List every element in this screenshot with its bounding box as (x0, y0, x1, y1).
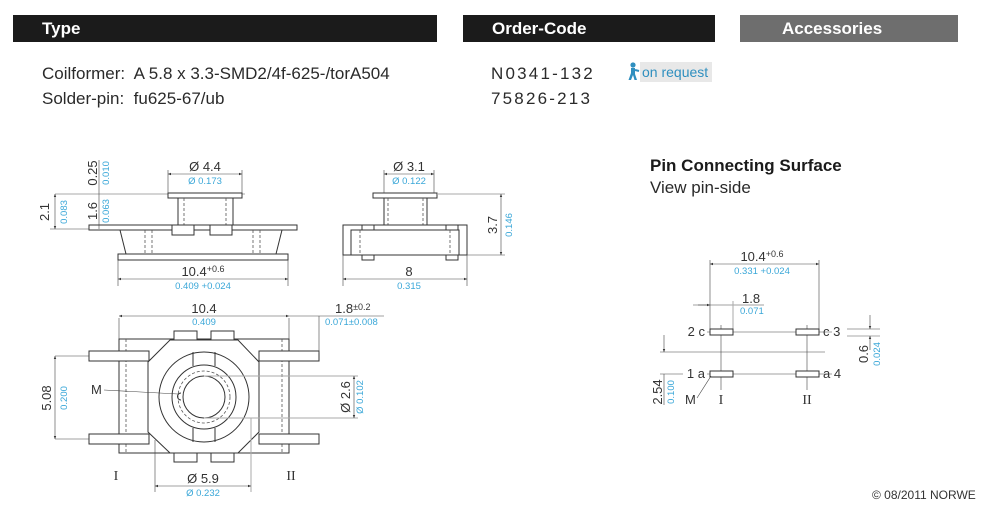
side-view-drawing: Ø 4.4 Ø 0.173 2.1 0.083 0.25 0.010 1.6 0… (37, 159, 298, 292)
top-width-in: 0.409 (192, 317, 216, 328)
top-pitch-in: 0.200 (59, 386, 70, 410)
front-height-mm: 3.7 (485, 216, 500, 234)
pin-side-1: I (719, 393, 724, 408)
front-height-in: 0.146 (504, 213, 515, 237)
order-code-header-label: Order-Code (492, 19, 587, 38)
coilformer-label: Coilformer: (42, 64, 126, 83)
order-code-2: 75826-213 (491, 89, 593, 108)
pin-thick-mm: 0.6 (856, 345, 871, 363)
pin-section-subtitle: View pin-side (650, 178, 751, 197)
front-width-in: 0.315 (397, 281, 421, 292)
pin-label-1: 1 a (687, 366, 706, 381)
top-side-2: II (286, 469, 296, 484)
pin-pitch-mm: 2.54 (650, 379, 665, 404)
pin-label-3: c 3 (823, 324, 840, 339)
coilformer-value: A 5.8 x 3.3-SMD2/4f-625-/torA504 (133, 64, 390, 83)
pin-label-4: a 4 (823, 366, 841, 381)
pin-pin-in: 0.071 (740, 306, 764, 317)
availability-badge[interactable]: on request (626, 62, 713, 82)
side-body-mm: 1.6 (85, 202, 100, 220)
side-body-in: 0.063 (101, 199, 112, 223)
side-top-dia-mm: Ø 4.4 (189, 159, 221, 174)
pin-side-2: II (802, 393, 812, 408)
top-outer-dia-in: Ø 0.232 (186, 488, 220, 499)
solder-pin-label: Solder-pin: (42, 89, 125, 108)
top-pin-mm: 1.8±0.2 (335, 301, 371, 316)
pin-width-mm: 10.4+0.6 (740, 249, 783, 264)
top-inner-dia-mm: Ø 2.6 (338, 381, 353, 413)
type-header-label: Type (42, 19, 81, 38)
accessories-header[interactable]: Accessories (740, 15, 958, 42)
pin-width-in: 0.331 +0.024 (734, 266, 790, 277)
front-width-mm: 8 (405, 264, 412, 279)
availability-text: on request (640, 62, 713, 82)
order-code-header: Order-Code (463, 15, 715, 42)
pin-view-drawing: 10.4+0.6 0.331 +0.024 1.8 0.071 2 c c 3 … (650, 249, 883, 408)
top-width-mm: 10.4 (191, 301, 216, 316)
type-header: Type (13, 15, 437, 42)
pin-section-title: Pin Connecting Surface (650, 156, 842, 175)
front-top-dia-in: Ø 0.122 (392, 176, 426, 187)
top-pin-in: 0.071±0.008 (325, 317, 378, 328)
front-top-dia-mm: Ø 3.1 (393, 159, 425, 174)
accessories-header-label: Accessories (782, 19, 883, 38)
top-view-drawing: M 10.4 0.409 1.8±0.2 0.071±0.008 5.08 0.… (39, 301, 384, 499)
side-height-mm: 2.1 (37, 203, 52, 221)
front-view-drawing: 3.7 0.146 Ø 3.1 Ø 0.122 8 0.315 (342, 159, 515, 292)
top-outer-dia-mm: Ø 5.9 (187, 471, 219, 486)
pin-label-2: 2 c (688, 324, 706, 339)
walking-person-icon (628, 62, 640, 80)
top-inner-dia-in: Ø 0.102 (355, 380, 366, 414)
pin-pitch-in: 0.100 (666, 380, 677, 404)
coilformer-row: Coilformer: A 5.8 x 3.3-SMD2/4f-625-/tor… (42, 64, 390, 84)
pin-pin-mm: 1.8 (742, 291, 760, 306)
side-width-mm: 10.4+0.6 (181, 264, 224, 279)
side-flange-in: 0.010 (101, 161, 112, 185)
top-side-1: I (114, 469, 119, 484)
side-top-dia-in: Ø 0.173 (188, 176, 222, 187)
side-height-in: 0.083 (59, 200, 70, 224)
order-code-1: N0341-132 (491, 64, 595, 83)
copyright: © 08/2011 NORWE (872, 488, 976, 502)
pin-thick-in: 0.024 (872, 342, 883, 366)
solder-pin-row: Solder-pin: fu625-67/ub (42, 89, 224, 109)
side-flange-mm: 0.25 (85, 160, 100, 185)
top-marker: M (91, 382, 102, 397)
side-width-in: 0.409 +0.024 (175, 281, 231, 292)
top-pitch-mm: 5.08 (39, 385, 54, 410)
pin-marker: M (685, 392, 696, 407)
solder-pin-value: fu625-67/ub (133, 89, 225, 108)
